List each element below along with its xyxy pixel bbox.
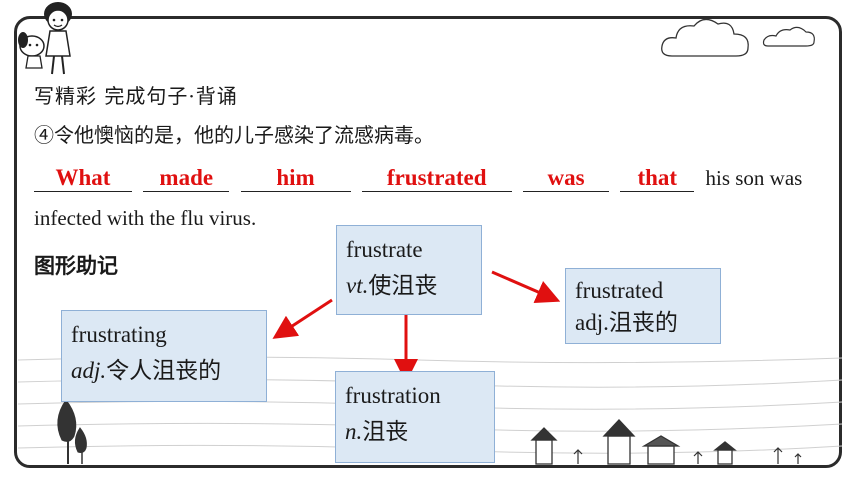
box-frustration: frustration n.沮丧 — [335, 371, 495, 463]
answer-blank-3: him — [240, 165, 351, 192]
root-word: frustrate — [346, 237, 423, 262]
sentence-continuation: his son was — [700, 166, 803, 190]
fill-in-sentence: What made him frustrated was that his so… — [34, 158, 824, 238]
box-frustrated: frustrated adj.沮丧的 — [565, 268, 721, 344]
answer-blank-2: made — [143, 165, 230, 192]
box-root-frustrate: frustrate vt.使沮丧 — [336, 225, 482, 315]
frustrating-definition: adj.令人沮丧的 — [71, 358, 222, 383]
cartoon-girl-illustration — [18, 2, 72, 75]
clouds-illustration — [661, 18, 815, 57]
frustration-word: frustration — [345, 383, 441, 408]
frustration-definition: n.沮丧 — [345, 419, 409, 444]
page-frame — [14, 16, 842, 468]
answer-blank-1: What — [34, 165, 132, 192]
mnemonic-title: 图形助记 — [34, 253, 118, 278]
answer-blank-5: was — [523, 165, 609, 192]
frustrated-word: frustrated — [575, 278, 664, 303]
arrow-to-frustrated — [491, 270, 561, 304]
arrow-to-frustrating — [272, 298, 333, 339]
answer-blank-6: that — [620, 165, 695, 192]
frustrating-word: frustrating — [71, 322, 167, 347]
chinese-prompt: ④令他懊恼的是，他的儿子感染了流感病毒。 — [34, 123, 434, 147]
frustrated-definition: adj.沮丧的 — [575, 310, 678, 335]
root-definition: vt.使沮丧 — [346, 273, 438, 298]
sentence-continuation-line2: infected with the flu virus. — [34, 206, 257, 230]
section-title: 写精彩 完成句子·背诵 — [34, 84, 238, 108]
answer-blank-4: frustrated — [361, 165, 512, 192]
box-frustrating: frustrating adj.令人沮丧的 — [61, 310, 267, 402]
